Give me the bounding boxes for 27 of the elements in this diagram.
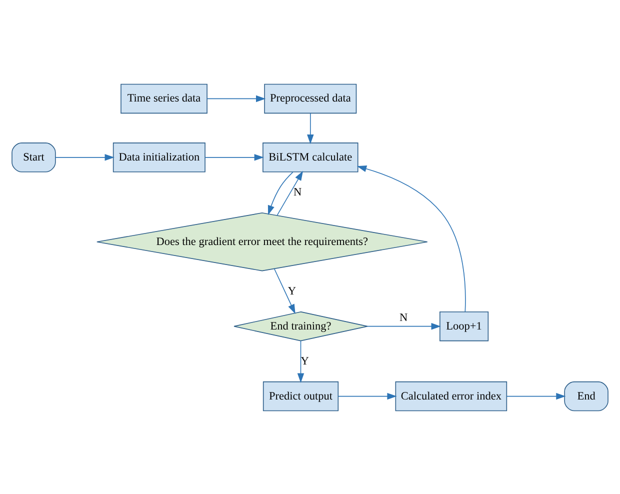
arrow — [297, 340, 304, 382]
arrow — [206, 94, 266, 102]
arrow — [338, 392, 397, 400]
arrow — [268, 171, 294, 215]
node-diamond: End training? — [234, 310, 368, 341]
arrow — [356, 164, 466, 312]
node-diamond: Does the gradient error meet the requirements? — [96, 212, 428, 271]
node-box: Time series data — [120, 83, 208, 114]
node-box: BiLSTM calculate — [262, 142, 358, 172]
arrow — [204, 154, 264, 160]
edge-label: N — [293, 186, 302, 198]
edge-label: Y — [288, 284, 296, 297]
arrow — [55, 154, 114, 160]
edge-label: N — [400, 311, 408, 324]
arrow — [274, 268, 296, 314]
node-box: Data initialization — [112, 142, 206, 172]
node-box: Loop+1 — [440, 310, 489, 341]
edge-label: Y — [300, 354, 309, 367]
arrow — [367, 322, 441, 330]
arrow — [307, 112, 314, 144]
arrow — [506, 392, 566, 400]
node-box: Predict output — [262, 380, 339, 411]
arrow — [276, 170, 304, 216]
node-box: Calculated error index — [395, 380, 508, 411]
node-box: Preprocessed data — [264, 83, 357, 114]
node-box: Start — [12, 142, 56, 172]
node-box: End — [564, 380, 608, 411]
